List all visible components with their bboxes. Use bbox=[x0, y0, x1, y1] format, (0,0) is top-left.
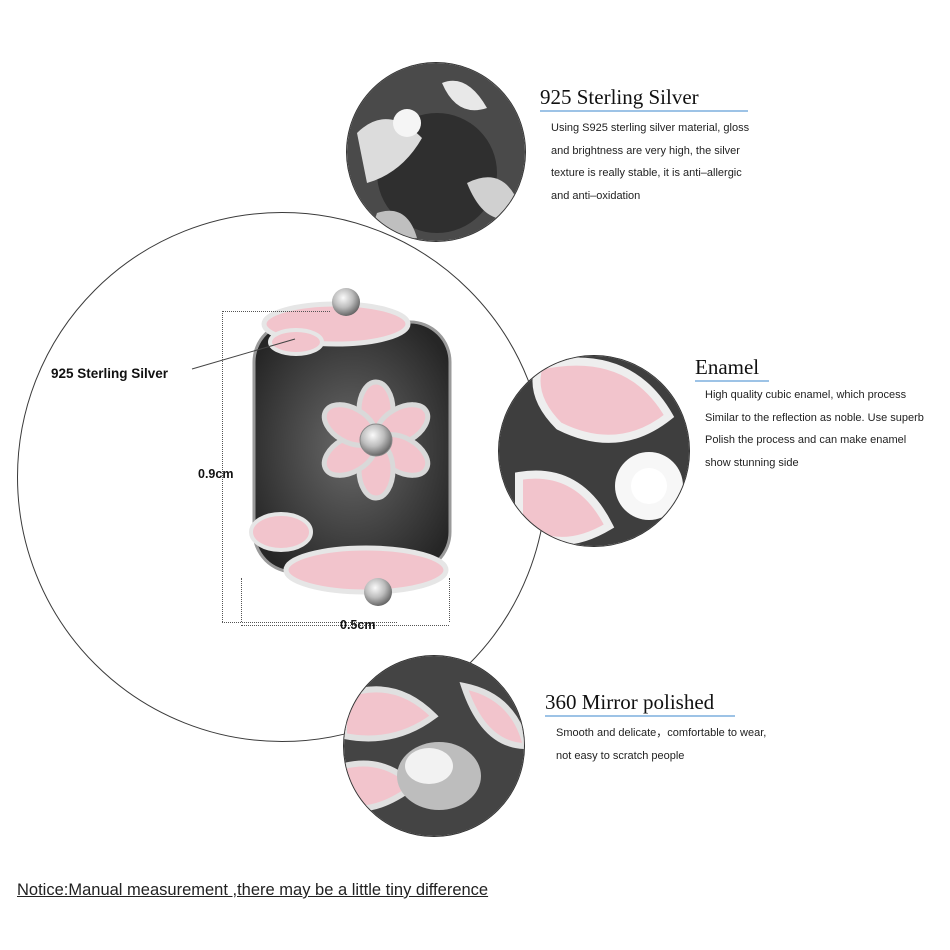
height-guide-bottom bbox=[222, 622, 397, 623]
silver-detail-circle bbox=[346, 62, 526, 242]
feature-desc-polished: Smooth and delicate，comfortable to wear,… bbox=[556, 727, 767, 762]
measurement-notice: Notice:Manual measurement ,there may be … bbox=[17, 881, 489, 899]
height-label: 0.9cm bbox=[198, 467, 234, 481]
feature-title-silver: 925 Sterling Silver bbox=[540, 85, 699, 109]
callout-pointer-line bbox=[191, 338, 296, 370]
feature-underline-enamel bbox=[695, 380, 769, 382]
feature-desc-enamel: High quality cubic enamel, which process… bbox=[705, 389, 924, 469]
feature-underline-polished bbox=[545, 715, 735, 717]
polished-closeup-image bbox=[344, 656, 524, 836]
daisy-charm-image bbox=[249, 288, 452, 606]
width-guide-right bbox=[449, 578, 450, 622]
feature-desc-silver: Using S925 sterling silver material, glo… bbox=[551, 122, 750, 202]
feature-underline-silver bbox=[540, 110, 748, 112]
silver-closeup-image bbox=[347, 63, 525, 241]
width-guide-left bbox=[241, 578, 242, 622]
polished-detail-circle bbox=[343, 655, 525, 837]
enamel-closeup-image bbox=[499, 356, 689, 546]
height-guide-top bbox=[222, 311, 330, 312]
enamel-detail-circle bbox=[498, 355, 690, 547]
width-label: 0.5cm bbox=[340, 618, 376, 632]
width-guide-line bbox=[241, 625, 449, 626]
material-callout-label: 925 Sterling Silver bbox=[51, 366, 169, 381]
feature-title-enamel: Enamel bbox=[695, 355, 760, 379]
height-guide-line bbox=[222, 311, 223, 622]
feature-title-polished: 360 Mirror polished bbox=[545, 690, 715, 714]
